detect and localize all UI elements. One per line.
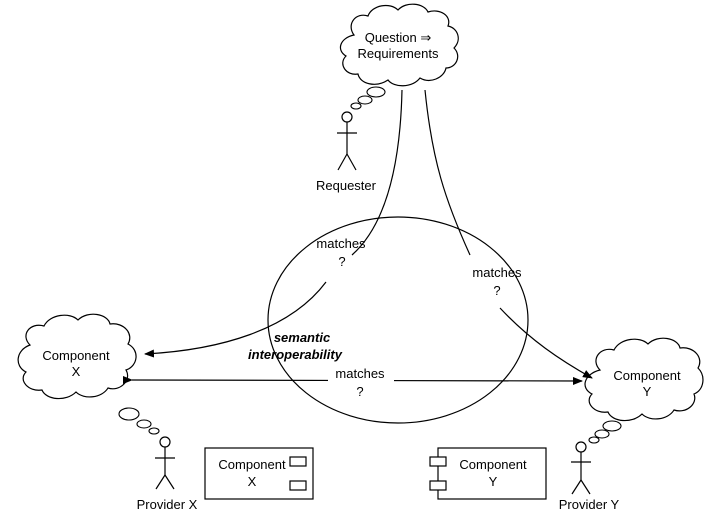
component-y-cloud-line1: Component [613, 368, 681, 383]
provider-x-actor-icon [155, 436, 175, 490]
semantic-interoperability-line2: interoperability [248, 347, 343, 362]
requester-actor-icon [337, 111, 357, 171]
matches-right-line2: ? [493, 283, 500, 298]
component-x-cloud-line2: X [72, 364, 81, 379]
matches-center-line1: matches [335, 366, 385, 381]
component-x-box-line1: Component [218, 457, 286, 472]
matches-left-line1: matches [316, 236, 366, 251]
component-y-box [429, 447, 547, 500]
match-arrow-requirements-to-x [145, 89, 403, 354]
matches-left-line2: ? [338, 254, 345, 269]
component-y-box-line1: Component [459, 457, 527, 472]
component-y-box-line2: Y [489, 474, 498, 489]
provider-y-actor-icon [571, 441, 591, 495]
component-x-thought-bubbles [118, 407, 160, 435]
provider-x-label: Provider X [137, 497, 198, 512]
requester-label: Requester [316, 178, 377, 193]
provider-y-label: Provider Y [559, 497, 620, 512]
semantic-interoperability-ellipse [267, 216, 529, 424]
requirements-thought-bubbles [350, 86, 386, 110]
component-y-thought-bubbles [588, 420, 622, 444]
component-y-cloud [584, 337, 704, 422]
requirements-cloud [339, 3, 459, 87]
semantic-interoperability-line1: semantic [274, 330, 331, 345]
requirements-cloud-line1: Question ⇒ [365, 30, 432, 45]
matches-right-line1: matches [472, 265, 522, 280]
component-x-box [204, 447, 314, 500]
requirements-cloud-line2: Requirements [358, 46, 439, 61]
component-y-cloud-line2: Y [643, 384, 652, 399]
component-x-box-line2: X [248, 474, 257, 489]
component-x-cloud [17, 313, 137, 400]
component-x-cloud-line1: Component [42, 348, 110, 363]
matches-center-line2: ? [356, 384, 363, 399]
match-arrow-requirements-to-y [424, 89, 592, 378]
